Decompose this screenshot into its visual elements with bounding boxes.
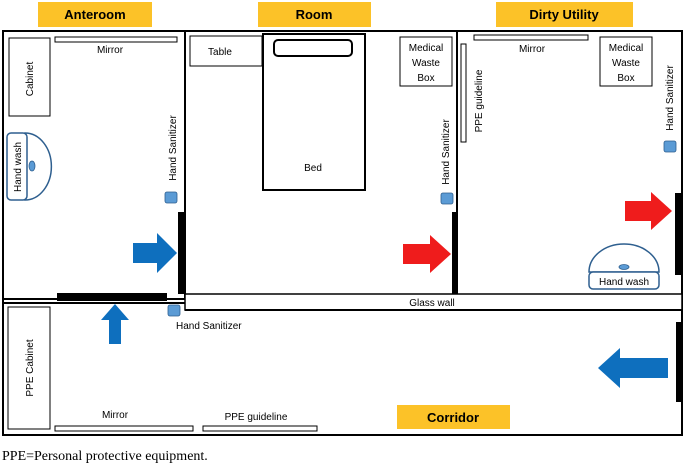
door-room-utility: [452, 212, 458, 294]
pillow: [273, 39, 353, 57]
anteroom-mirror: [54, 36, 178, 43]
door-anteroom-room: [178, 212, 184, 294]
utility-medical-waste-box: [599, 36, 653, 87]
room-header-bg: [258, 2, 371, 27]
room-waste-box-label-2: Waste: [412, 58, 440, 69]
room-hand-sanitizer-label: Hand Sanitizer: [441, 119, 452, 185]
door-corridor-exit: [676, 322, 682, 402]
utility-ppe-guideline-label: PPE guideline: [474, 69, 485, 132]
corridor-header-bg: [397, 405, 510, 429]
corridor-mirror: [54, 425, 194, 432]
utility-waste-box-label-3: Box: [617, 73, 634, 84]
corridor-header: Corridor: [427, 410, 479, 425]
footnote: PPE=Personal protective equipment.: [2, 449, 208, 464]
bed: [262, 33, 366, 191]
utility-hand-wash-label: Hand wash: [599, 277, 649, 288]
corridor-ppe-guideline-board: [202, 425, 318, 432]
corridor-hand-sanitizer-icon: [167, 304, 181, 317]
utility-ppe-guideline-board: [460, 43, 467, 143]
anteroom-header-bg: [38, 2, 152, 27]
utility-hand-wash-basin: [588, 243, 660, 273]
arrow-anteroom-to-room-icon: [133, 233, 177, 273]
anteroom-hand-wash: [6, 132, 28, 201]
room-medical-waste-box: [399, 36, 453, 87]
ppe-cabinet: [7, 306, 51, 430]
arrow-corridor-entry-icon: [598, 348, 668, 388]
utility-drain-icon: [618, 264, 630, 270]
door-anteroom-corridor: [57, 293, 167, 301]
dirty-utility-header: Dirty Utility: [529, 7, 599, 22]
anteroom-cabinet-label: Cabinet: [25, 62, 36, 97]
anteroom-hand-wash-basin: [24, 132, 53, 201]
corridor-mirror-label: Mirror: [102, 410, 129, 421]
ppe-cabinet-label: PPE Cabinet: [25, 339, 36, 396]
utility-hand-sanitizer-label: Hand Sanitizer: [665, 65, 676, 131]
utility-waste-box-label-1: Medical: [609, 43, 643, 54]
room-waste-box-label-3: Box: [417, 73, 434, 84]
corridor-ppe-guideline-label: PPE guideline: [225, 412, 288, 423]
anteroom-header: Anteroom: [64, 7, 125, 22]
table: [189, 35, 263, 67]
anteroom-hand-sanitizer-icon: [164, 191, 178, 204]
arrow-utility-exit-icon: [625, 192, 672, 230]
room-waste-box-label-1: Medical: [409, 43, 443, 54]
anteroom-mirror-label: Mirror: [97, 45, 124, 56]
table-label: Table: [208, 47, 232, 58]
utility-waste-box-label-2: Waste: [612, 58, 640, 69]
door-utility-exit: [675, 193, 681, 275]
anteroom-drain-icon: [28, 160, 36, 172]
bed-label: Bed: [304, 163, 322, 174]
utility-hand-sanitizer-icon: [663, 140, 677, 153]
arrow-room-to-utility-icon: [403, 235, 451, 273]
utility-mirror: [473, 34, 589, 41]
anteroom-hand-wash-label: Hand wash: [13, 142, 24, 192]
dirty-utility-header-bg: [496, 2, 633, 27]
glass-wall-label: Glass wall: [409, 298, 455, 309]
utility-mirror-label: Mirror: [519, 44, 546, 55]
anteroom-hand-sanitizer-label: Hand Sanitizer: [168, 115, 179, 181]
room-hand-sanitizer-icon: [440, 192, 454, 205]
arrow-corridor-to-anteroom-icon: [101, 304, 129, 344]
anteroom-cabinet: [8, 37, 51, 117]
corridor-hand-sanitizer-label: Hand Sanitizer: [176, 321, 242, 332]
outer-wall: [2, 30, 683, 436]
room-header: Room: [296, 7, 333, 22]
utility-hand-wash: [588, 271, 660, 290]
